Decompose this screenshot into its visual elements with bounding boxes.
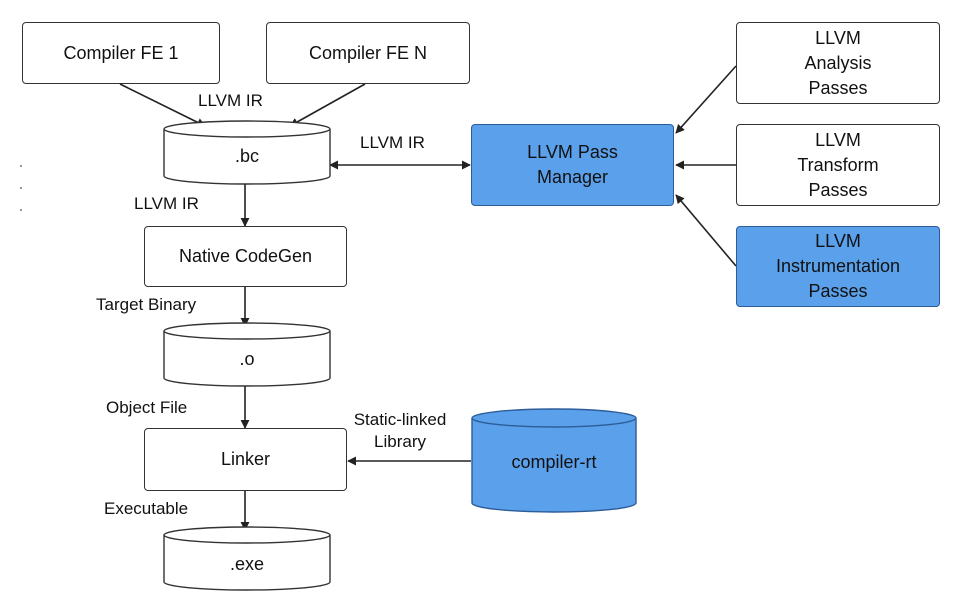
- edge-label-fe-to-bc: LLVM IR: [198, 91, 263, 110]
- edge-label-bc-to-pm: LLVM IR: [360, 133, 425, 152]
- margin-dot: [20, 165, 22, 167]
- instrumentation-passes-label: LLVM Instrumentation Passes: [775, 231, 901, 301]
- arrow-instrumentation-to-pm: [675, 194, 737, 267]
- transform-passes-box: LLVM Transform Passes: [736, 124, 940, 206]
- analysis-passes-label: LLVM Analysis Passes: [804, 27, 872, 98]
- object-label: .o: [239, 349, 255, 369]
- margin-dot: [20, 209, 22, 211]
- executable-cylinder: .exe: [163, 526, 331, 592]
- linker-label: Linker: [220, 449, 271, 469]
- pass-manager-box: LLVM Pass Manager: [471, 124, 674, 206]
- object-cylinder: .o: [163, 322, 331, 388]
- compiler-rt-cylinder: compiler-rt: [471, 408, 637, 514]
- edge-label-obj-to-linker: Object File: [106, 398, 188, 417]
- instrumentation-passes-box: LLVM Instrumentation Passes: [736, 226, 940, 307]
- executable-label: .exe: [229, 554, 265, 574]
- edge-label-rt-to-linker: Static-linked Library: [353, 410, 447, 451]
- compiler-fen-box: Compiler FE N: [266, 22, 470, 84]
- edge-label-linker-to-exe: Executable: [104, 499, 189, 518]
- edge-label-codegen-to-obj: Target Binary: [96, 295, 197, 314]
- compiler-rt-label: compiler-rt: [511, 452, 597, 472]
- analysis-passes-box: LLVM Analysis Passes: [736, 22, 940, 104]
- edge-label-bc-to-codegen: LLVM IR: [134, 194, 199, 213]
- native-codegen-label: Native CodeGen: [178, 246, 313, 266]
- bitcode-cylinder: .bc: [163, 120, 331, 186]
- native-codegen-box: Native CodeGen: [144, 226, 347, 287]
- arrow-analysis-to-pm: [675, 65, 737, 134]
- compiler-fen-label: Compiler FE N: [308, 42, 428, 63]
- bitcode-label: .bc: [234, 146, 259, 166]
- margin-dot: [20, 187, 22, 189]
- compiler-fe1-box: Compiler FE 1: [22, 22, 220, 84]
- pass-manager-label: LLVM Pass Manager: [527, 142, 618, 187]
- linker-box: Linker: [144, 428, 347, 491]
- transform-passes-label: LLVM Transform Passes: [797, 129, 879, 200]
- compiler-fe1-label: Compiler FE 1: [63, 42, 179, 63]
